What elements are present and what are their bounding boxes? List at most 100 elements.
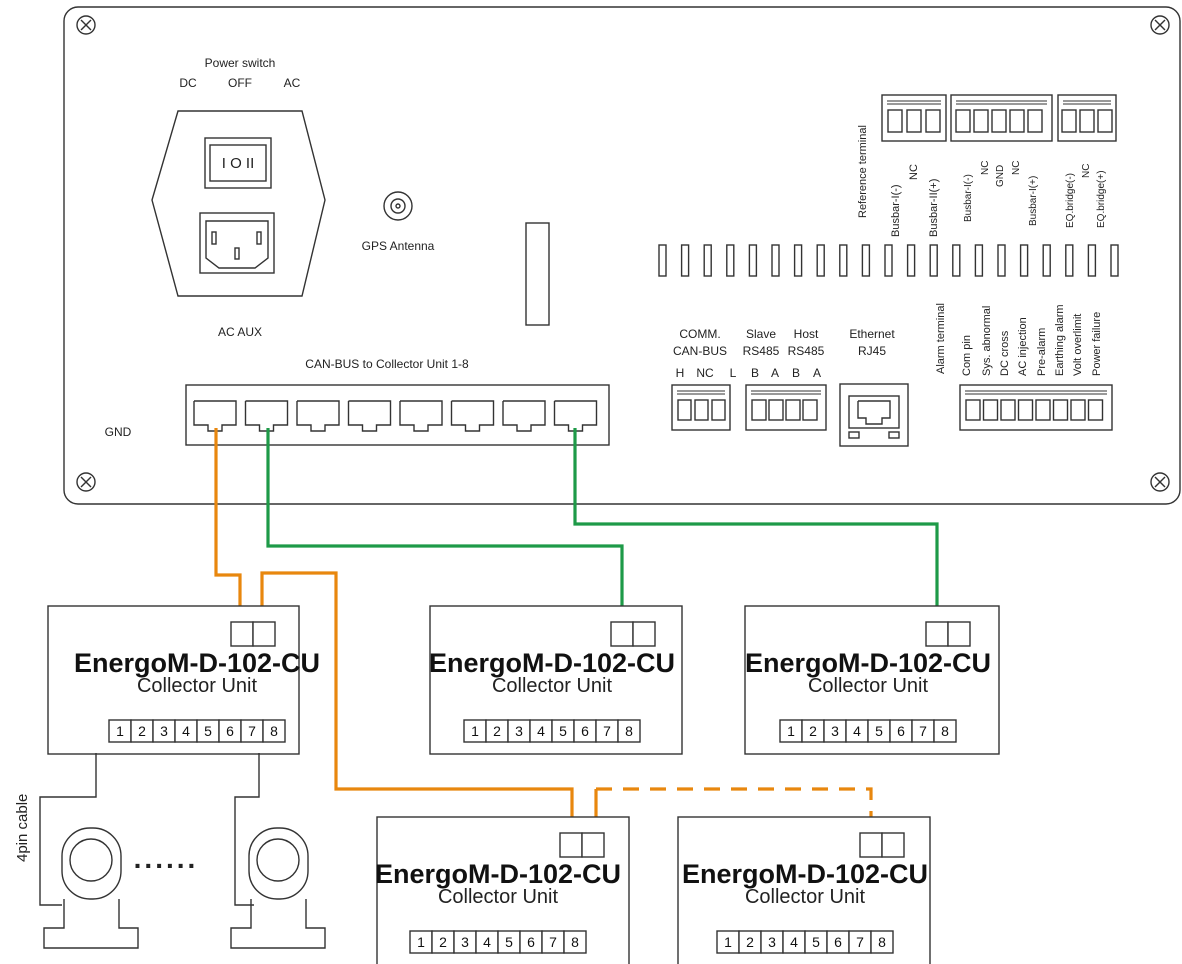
host-rs485-label: RS485 <box>788 344 825 358</box>
alarm-pin-label: Pre-alarm <box>1036 328 1048 376</box>
collector-port[interactable]: 4 <box>174 719 198 743</box>
power-switch-title: Power switch <box>205 56 276 70</box>
collector-port-number: 6 <box>226 723 234 739</box>
collector-port[interactable]: 3 <box>823 719 847 743</box>
gps-antenna-icon <box>383 191 413 221</box>
collector-port-number: 2 <box>809 723 817 739</box>
alarm-terminal-label: Alarm terminal <box>935 303 947 374</box>
collector-port-number: 1 <box>417 934 425 950</box>
collector-port[interactable]: 5 <box>497 930 521 954</box>
busbar-i-terminal-pin-label: Busbar-I(-) <box>963 174 974 222</box>
alarm-pin-label: Power failure <box>1091 312 1103 376</box>
collector-port[interactable]: 8 <box>563 930 587 954</box>
collector-port[interactable]: 2 <box>130 719 154 743</box>
can-bus-port[interactable] <box>347 400 392 432</box>
collector-port[interactable]: 3 <box>760 930 784 954</box>
collector-port[interactable]: 1 <box>463 719 487 743</box>
collector-port[interactable]: 7 <box>911 719 935 743</box>
power-switch-ac: AC <box>284 76 301 90</box>
can-connector[interactable] <box>925 621 971 647</box>
terminal-slot <box>771 244 780 277</box>
sensor-cable <box>39 753 97 906</box>
can-bus-port[interactable] <box>502 400 546 432</box>
alarm-pin-label: Volt overlimit <box>1072 314 1084 376</box>
can-connector[interactable] <box>230 621 276 647</box>
collector-port[interactable]: 4 <box>782 930 806 954</box>
collector-port[interactable]: 1 <box>108 719 132 743</box>
collector-port[interactable]: 7 <box>595 719 619 743</box>
panel-outline <box>63 6 1181 505</box>
green-cable <box>266 428 624 622</box>
collector-port[interactable]: 4 <box>475 930 499 954</box>
collector-port[interactable]: 2 <box>431 930 455 954</box>
can-connector[interactable] <box>859 832 905 858</box>
can-connector[interactable] <box>610 621 656 647</box>
can-pin-label: H <box>676 366 685 380</box>
alarm-terminal-block <box>959 384 1113 431</box>
collector-port[interactable]: 2 <box>738 930 762 954</box>
ac-inlet-frame <box>199 212 275 274</box>
can-bus-port[interactable] <box>193 400 237 432</box>
can-bus-port[interactable] <box>553 400 598 432</box>
collector-port[interactable]: 2 <box>801 719 825 743</box>
collector-port[interactable]: 5 <box>196 719 220 743</box>
collector-port[interactable]: 3 <box>507 719 531 743</box>
can-bus-port[interactable] <box>244 400 289 432</box>
collector-port[interactable]: 8 <box>617 719 641 743</box>
collector-port-number: 5 <box>812 934 820 950</box>
collector-port[interactable]: 1 <box>409 930 433 954</box>
collector-port[interactable]: 6 <box>826 930 850 954</box>
rocker-switch[interactable] <box>209 144 267 182</box>
collector-port[interactable]: 1 <box>716 930 740 954</box>
can-pin-label: L <box>730 366 737 380</box>
collector-port[interactable]: 3 <box>453 930 477 954</box>
collector-port[interactable]: 7 <box>541 930 565 954</box>
collector-port[interactable]: 3 <box>152 719 176 743</box>
busbar-terminal-pin-label: NC <box>908 164 920 180</box>
terminal-slot <box>748 244 758 277</box>
terminal-slot <box>658 244 667 277</box>
alarm-pin-label: AC injection <box>1017 317 1029 376</box>
eq-bridge-terminal-pin-label: NC <box>1081 164 1092 178</box>
screw-icon <box>76 472 96 492</box>
collector-port[interactable]: 6 <box>519 930 543 954</box>
eq-bridge-terminal-block <box>1057 94 1117 142</box>
collector-port[interactable]: 1 <box>779 719 803 743</box>
collector-port[interactable]: 5 <box>867 719 891 743</box>
collector-port[interactable]: 4 <box>529 719 553 743</box>
reference-terminal-label: Reference terminal <box>857 125 869 218</box>
collector-port-number: 3 <box>515 723 523 739</box>
collector-port-number: 5 <box>505 934 513 950</box>
host-label: Host <box>794 327 819 341</box>
collector-port[interactable]: 6 <box>218 719 242 743</box>
collector-port[interactable]: 7 <box>848 930 872 954</box>
collector-subtitle: Collector Unit <box>808 675 928 697</box>
current-sensor-icon <box>230 827 326 949</box>
can-bus-port[interactable] <box>450 400 495 432</box>
collector-port[interactable]: 7 <box>240 719 264 743</box>
collector-port-number: 7 <box>248 723 256 739</box>
collector-port[interactable]: 8 <box>262 719 286 743</box>
collector-port-number: 8 <box>270 723 278 739</box>
can-bus-port[interactable] <box>399 400 443 432</box>
rs485-terminal-block <box>745 384 827 431</box>
collector-port[interactable]: 6 <box>573 719 597 743</box>
can-connector[interactable] <box>559 832 605 858</box>
collector-port[interactable]: 4 <box>845 719 869 743</box>
collector-port[interactable]: 8 <box>870 930 894 954</box>
collector-port[interactable]: 2 <box>485 719 509 743</box>
collector-port[interactable]: 5 <box>804 930 828 954</box>
collector-port[interactable]: 5 <box>551 719 575 743</box>
ethernet-rj45-port[interactable] <box>839 383 909 447</box>
collector-port-number: 2 <box>138 723 146 739</box>
terminal-slot <box>997 244 1006 277</box>
green-cable <box>573 428 939 622</box>
can-bus-port[interactable] <box>296 400 340 432</box>
alarm-pin <box>965 399 981 421</box>
collector-port[interactable]: 8 <box>933 719 957 743</box>
can-bus-ports <box>193 400 598 432</box>
collector-port[interactable]: 6 <box>889 719 913 743</box>
